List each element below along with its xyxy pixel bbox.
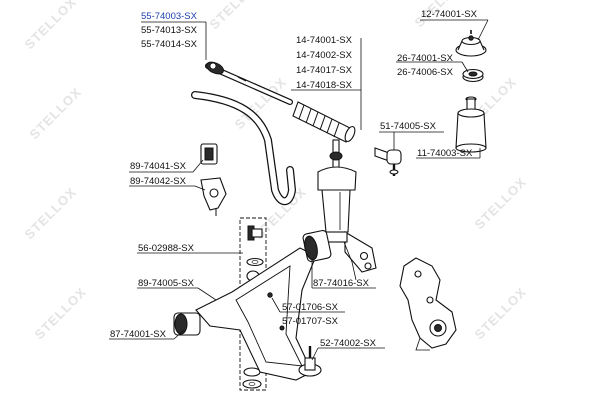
watermark-text: STELLOX (22, 0, 80, 52)
tie-rod-end (374, 147, 402, 176)
label-89-74041[interactable]: 89-74041-SX (130, 161, 187, 172)
part-labels: 55-74003-SX 55-74013-SX 55-74014-SX 14-7… (110, 9, 478, 349)
label-87-74001[interactable]: 87-74001-SX (110, 329, 167, 340)
watermark-text: STELLOX (207, 0, 265, 32)
ball-joint (298, 346, 322, 377)
label-89-74005[interactable]: 89-74005-SX (138, 278, 195, 289)
label-56-02988[interactable]: 56-02988-SX (138, 243, 195, 254)
stabilizer-bushing (200, 143, 218, 165)
strut-mount (455, 30, 487, 57)
steering-knuckle (399, 257, 457, 351)
label-57-01707[interactable]: 57-01707-SX (282, 316, 339, 327)
arm-bushing-front (173, 312, 201, 336)
label-12-74001[interactable]: 12-74001-SX (421, 9, 478, 20)
steering-boot (292, 101, 356, 143)
lower-control-arm (195, 247, 317, 381)
label-14-74002[interactable]: 14-74002-SX (296, 50, 353, 61)
label-55-74014[interactable]: 55-74014-SX (141, 39, 198, 50)
shock-absorber (317, 139, 377, 281)
watermark-text: STELLOX (472, 174, 530, 232)
label-55-74013[interactable]: 55-74013-SX (141, 25, 198, 36)
label-14-74017[interactable]: 14-74017-SX (296, 65, 353, 76)
label-11-74003[interactable]: 11-74003-SX (417, 148, 473, 159)
label-51-74005[interactable]: 51-74005-SX (380, 121, 437, 132)
watermark-text: STELLOX (27, 84, 85, 142)
stabilizer-bracket (200, 177, 227, 216)
label-55-74003[interactable]: 55-74003-SX (141, 11, 198, 22)
arm-bushing-rear (302, 230, 332, 262)
label-52-74002[interactable]: 52-74002-SX (320, 338, 377, 349)
label-26-74001[interactable]: 26-74001-SX (397, 53, 454, 64)
label-87-74016[interactable]: 87-74016-SX (313, 278, 370, 289)
bump-stop (455, 96, 487, 153)
label-89-74042[interactable]: 89-74042-SX (130, 176, 187, 187)
label-14-74018[interactable]: 14-74018-SX (296, 80, 353, 91)
watermark-text: STELLOX (472, 284, 530, 342)
stabilizer-bar (191, 91, 297, 206)
tie-rod (205, 61, 293, 105)
watermark-text: STELLOX (32, 284, 90, 342)
leader-lines (109, 19, 489, 361)
label-26-74006[interactable]: 26-74006-SX (397, 67, 454, 78)
label-14-74001[interactable]: 14-74001-SX (296, 35, 353, 46)
watermark-text: STELLOX (22, 184, 80, 242)
label-57-01706[interactable]: 57-01706-SX (282, 302, 339, 313)
strut-bearing (462, 68, 484, 83)
